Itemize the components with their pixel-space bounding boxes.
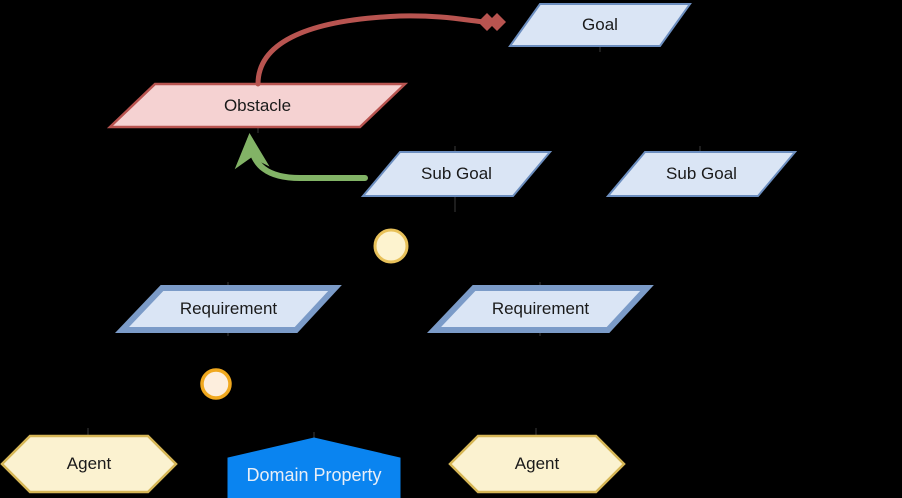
node-sub-goal-left[interactable] — [360, 151, 553, 197]
node-sub-goal-right[interactable] — [605, 151, 798, 197]
requirement-right-shape[interactable] — [427, 285, 654, 333]
agent-left-shape[interactable] — [0, 434, 178, 494]
obstacle-shape[interactable] — [106, 82, 409, 129]
node-requirement-right[interactable] — [427, 285, 654, 333]
node-agent-left[interactable] — [0, 434, 178, 494]
agent-right-shape[interactable] — [448, 434, 626, 494]
obstruction-arrowhead-double-diamond — [478, 13, 506, 31]
node-obstacle[interactable] — [106, 82, 409, 129]
resolution-link-path[interactable] — [234, 133, 368, 181]
edge-resolution[interactable] — [234, 133, 368, 181]
refinement-circle-lower[interactable] — [200, 368, 232, 400]
requirement-left-shape[interactable] — [115, 285, 342, 333]
obstruction-link-path[interactable] — [255, 13, 487, 87]
domain-property-shape[interactable] — [227, 437, 401, 498]
refinement-circle-upper[interactable] — [373, 228, 409, 264]
node-goal[interactable] — [508, 3, 692, 47]
edge-obstruction[interactable] — [255, 13, 506, 87]
sub-goal-left-shape[interactable] — [360, 151, 553, 197]
node-domain-property[interactable] — [227, 437, 401, 498]
node-agent-right[interactable] — [448, 434, 626, 494]
sub-goal-right-shape[interactable] — [605, 151, 798, 197]
goal-shape[interactable] — [508, 3, 692, 47]
node-requirement-left[interactable] — [115, 285, 342, 333]
